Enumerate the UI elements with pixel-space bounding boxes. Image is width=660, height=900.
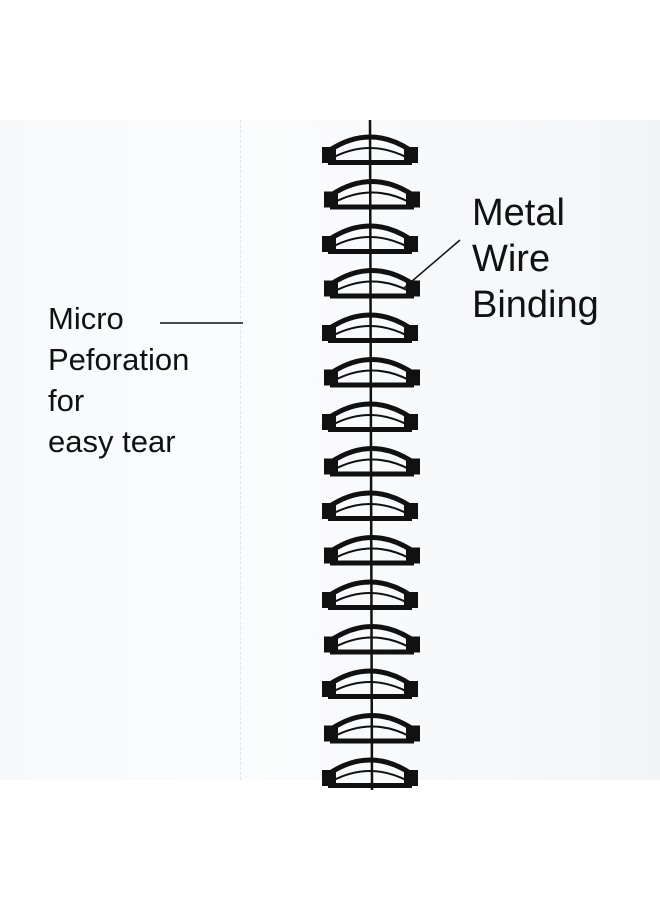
wire-loop-upper-arc	[328, 668, 412, 687]
wire-loop-upper-arc	[328, 579, 412, 598]
wire-loop	[324, 179, 420, 210]
wire-loop-lower-arc	[331, 681, 409, 693]
wire-loop-base	[330, 293, 414, 299]
perforation-label: Micro Peforation for easy tear	[48, 298, 189, 462]
binding-label: Metal Wire Binding	[472, 190, 599, 328]
wire-loop-base	[330, 204, 414, 210]
wire-loop-lower-arc	[331, 770, 409, 782]
wire-loop-lower-arc	[333, 369, 411, 382]
perforation-line	[240, 120, 241, 780]
binding-spine	[368, 119, 374, 791]
perforation-label-line-4: easy tear	[48, 424, 176, 459]
wire-loop	[322, 579, 418, 610]
wire-loop	[324, 268, 420, 299]
perforation-label-line-3: for	[48, 383, 85, 418]
binding-label-line-3: Binding	[472, 284, 599, 326]
wire-loop-base	[328, 694, 412, 699]
wire-loop-lower-arc	[331, 592, 409, 604]
wire-loop-upper-arc	[330, 357, 414, 375]
perforation-label-line-1: Micro	[48, 301, 124, 336]
perforation-label-line-2: Peforation	[48, 342, 190, 377]
wire-loop-base	[328, 605, 412, 610]
wire-loop-base	[328, 783, 412, 788]
wire-loop-lower-arc	[333, 191, 411, 204]
wire-loop-upper-arc	[330, 179, 414, 197]
notebook-page-background	[0, 120, 660, 780]
binding-leader-line	[403, 239, 461, 289]
binding-label-line-2: Wire	[472, 238, 551, 280]
binding-label-line-1: Metal	[472, 192, 565, 234]
wire-loop-upper-arc	[328, 757, 412, 776]
wire-loop-lower-arc	[333, 280, 411, 293]
wire-loop-upper-arc	[330, 268, 414, 286]
wire-loop	[322, 668, 418, 699]
wire-loop	[322, 757, 418, 788]
